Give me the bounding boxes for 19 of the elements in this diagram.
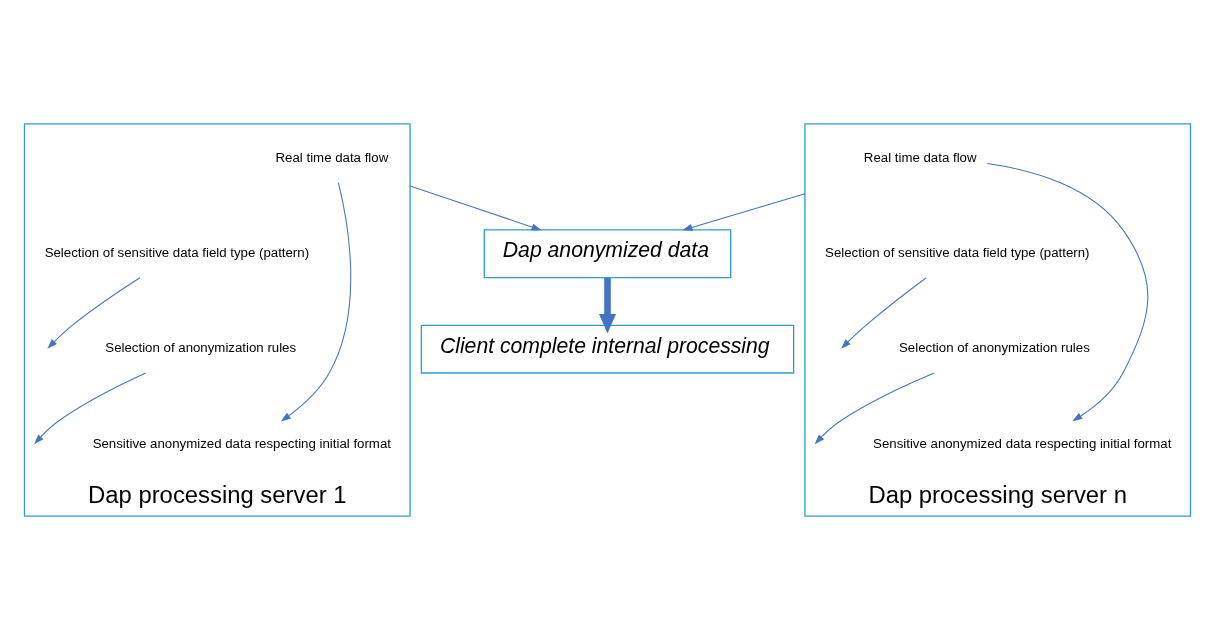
node-text: Selection of anonymization rules (105, 339, 297, 355)
arrow (814, 372, 935, 444)
node-text: Selection of anonymization rules (899, 339, 1090, 355)
node-text: Real time data flow (275, 149, 389, 165)
node-box: Dap anonymized data (483, 228, 732, 278)
arrow (598, 277, 617, 333)
arrow (409, 184, 542, 230)
arrow (280, 181, 352, 421)
node-text: Selection of sensitive data field type (pattern) (825, 244, 1090, 260)
arrow (47, 276, 141, 349)
arrow (986, 162, 1149, 421)
arrow (34, 372, 147, 444)
node-box: Client complete internal processing (420, 324, 795, 374)
node-text: Sensitive anonymized data respecting initial format (873, 435, 1172, 451)
node-text: Selection of sensitive data field type (pattern) (44, 244, 310, 260)
node-text: Real time data flow (863, 149, 977, 165)
arrow (682, 192, 806, 231)
arrow (841, 276, 927, 349)
node-text: Sensitive anonymized data respecting initial format (92, 435, 391, 451)
